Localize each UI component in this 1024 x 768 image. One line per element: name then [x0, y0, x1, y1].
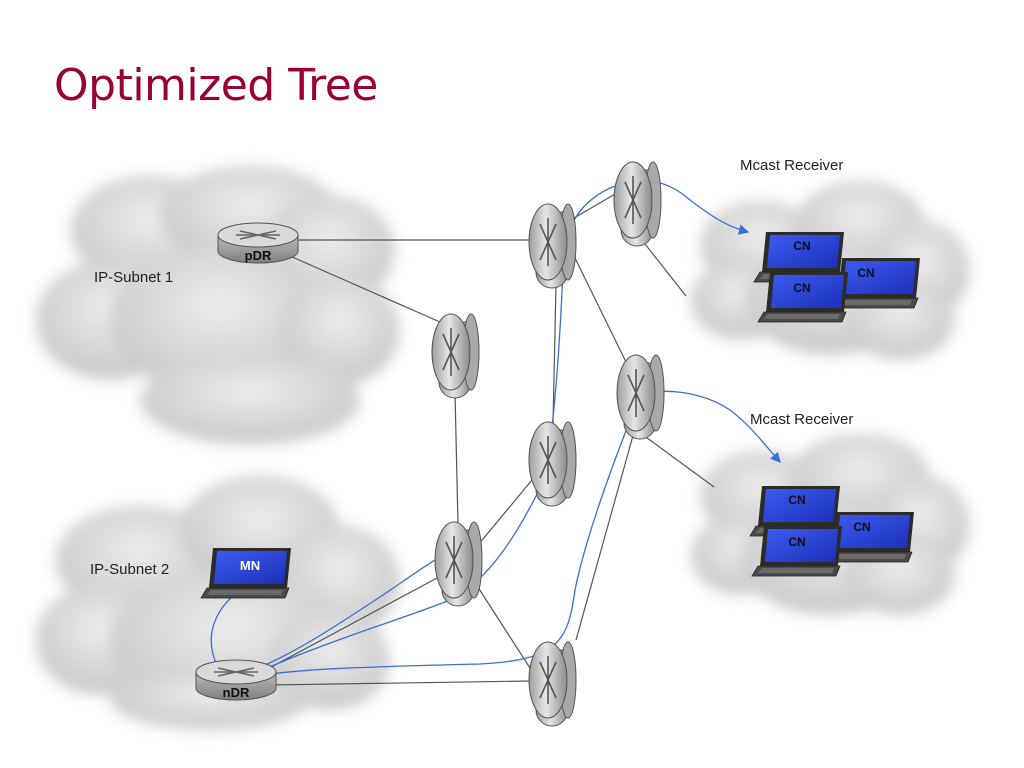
physical-links	[261, 189, 715, 686]
cn-label-r2-a: CN	[788, 493, 805, 507]
mobile-node-label: MN	[240, 558, 260, 573]
mobile-node-laptop[interactable]	[200, 547, 292, 599]
slide-title: Optimized Tree	[54, 60, 378, 111]
cn-laptop-r2-c[interactable]	[751, 525, 843, 577]
receiver-1-label: Mcast Receiver	[740, 157, 843, 174]
cloud-subnet-1	[35, 165, 400, 445]
router-core-c[interactable]	[528, 203, 577, 289]
router-core-a[interactable]	[431, 313, 480, 399]
cn-label-r1-c: CN	[793, 281, 810, 295]
receiver-2-label: Mcast Receiver	[750, 411, 853, 428]
router-core-e[interactable]	[613, 161, 662, 247]
router-core-g[interactable]	[528, 641, 577, 727]
router-core-f[interactable]	[616, 354, 665, 440]
pdr-label: pDR	[245, 248, 272, 263]
cloud-subnet-2	[35, 475, 400, 730]
cn-label-r2-c: CN	[788, 535, 805, 549]
ndr-label: nDR	[223, 685, 250, 700]
router-core-b[interactable]	[434, 521, 483, 607]
subnet-2-label: IP-Subnet 2	[90, 561, 169, 578]
cn-laptop-r1-c[interactable]	[757, 271, 849, 323]
cn-label-r1-b: CN	[857, 266, 874, 280]
router-core-d[interactable]	[528, 421, 577, 507]
subnet-1-label: IP-Subnet 1	[94, 269, 173, 286]
cn-label-r2-b: CN	[853, 520, 870, 534]
cn-label-r1-a: CN	[793, 239, 810, 253]
